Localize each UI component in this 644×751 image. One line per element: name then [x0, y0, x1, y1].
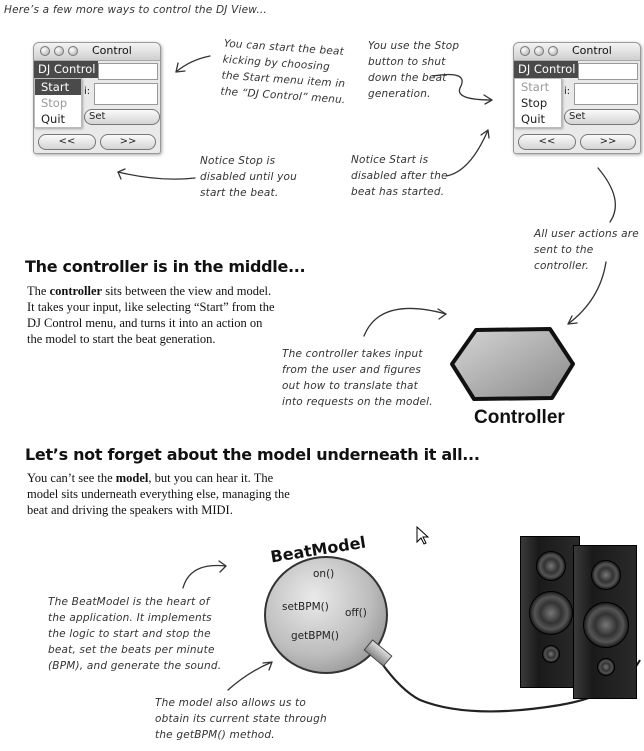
field-label: i:: [84, 86, 91, 97]
controller-heading: The controller is in the middle...: [25, 257, 306, 276]
dj-control-window-left: Control DJ Control i: Set << >> Start St…: [33, 42, 161, 154]
dj-control-menu[interactable]: DJ Control: [34, 61, 98, 78]
dj-control-menu[interactable]: DJ Control: [514, 61, 578, 78]
close-icon[interactable]: [520, 46, 530, 56]
window-titlebar: Control: [34, 43, 160, 61]
window-title: Control: [92, 44, 132, 57]
decrease-button[interactable]: <<: [518, 134, 576, 150]
menu-item-quit[interactable]: Quit: [521, 112, 546, 126]
bpm-input-field[interactable]: [574, 83, 638, 105]
controller-body: The controller sits between the view and…: [27, 283, 275, 347]
dj-control-dropdown: Start Stop Quit: [34, 78, 82, 128]
zoom-icon[interactable]: [548, 46, 558, 56]
note-model-state: The model also allows us to obtain its c…: [155, 697, 327, 741]
close-icon[interactable]: [40, 46, 50, 56]
menu-item-stop[interactable]: Stop: [521, 96, 548, 110]
field-label: i:: [564, 86, 571, 97]
set-button[interactable]: Set: [564, 109, 640, 125]
controller-shape: [450, 327, 575, 401]
set-button[interactable]: Set: [84, 109, 160, 125]
method-on: on(): [313, 568, 335, 580]
increase-button[interactable]: >>: [580, 134, 636, 150]
menu-item-start: Start: [521, 80, 550, 94]
zoom-icon[interactable]: [68, 46, 78, 56]
note-user-actions: All user actions are sent to the control…: [534, 228, 639, 272]
menu-item-stop: Stop: [41, 96, 68, 110]
speaker-back-icon: [520, 536, 580, 688]
bpm-output-field: [578, 63, 638, 80]
model-heading: Let’s not forget about the model underne…: [25, 445, 480, 464]
note-beatmodel-heart: The BeatModel is the heart of the applic…: [48, 596, 222, 672]
controller-body-bold: controller: [49, 284, 103, 298]
controller-body-post: sits between the view and model. It take…: [27, 284, 275, 346]
bpm-output-field: [98, 63, 158, 80]
window-title: Control: [572, 44, 612, 57]
model-body-post: , but you can hear it. The model sits un…: [27, 471, 290, 517]
intro-text: Here’s a few more ways to control the DJ…: [4, 4, 267, 16]
mouse-cursor-icon: [416, 526, 430, 545]
method-getbpm: getBPM(): [291, 630, 340, 642]
beatmodel-sphere: [264, 556, 388, 674]
note-start-disabled: Notice Start is disabled after the beat …: [351, 154, 448, 198]
menu-item-start[interactable]: Start: [35, 79, 81, 95]
bpm-input-field[interactable]: [94, 83, 158, 105]
window-titlebar: Control: [514, 43, 640, 61]
dj-control-window-right: Control DJ Control i: Set << >> Start St…: [513, 42, 641, 154]
controller-body-pre: The: [27, 284, 50, 298]
model-body-bold: model: [115, 471, 149, 485]
model-body: You can’t see the model, but you can hea…: [27, 470, 299, 518]
method-off: off(): [345, 607, 367, 619]
controller-label: Controller: [474, 407, 565, 428]
speaker-front-icon: [573, 545, 637, 699]
method-setbpm: setBPM(): [282, 601, 329, 613]
minimize-icon[interactable]: [534, 46, 544, 56]
increase-button[interactable]: >>: [100, 134, 156, 150]
note-stop-beat: You use the Stop button to shut down the…: [368, 40, 460, 100]
decrease-button[interactable]: <<: [38, 134, 96, 150]
note-stop-disabled: Notice Stop is disabled until you start …: [200, 155, 298, 199]
model-body-pre: You can’t see the: [27, 471, 116, 485]
note-controller-input: The controller takes input from the user…: [282, 348, 433, 408]
menu-item-quit[interactable]: Quit: [41, 112, 66, 126]
dj-control-dropdown: Start Stop Quit: [514, 78, 562, 128]
minimize-icon[interactable]: [54, 46, 64, 56]
